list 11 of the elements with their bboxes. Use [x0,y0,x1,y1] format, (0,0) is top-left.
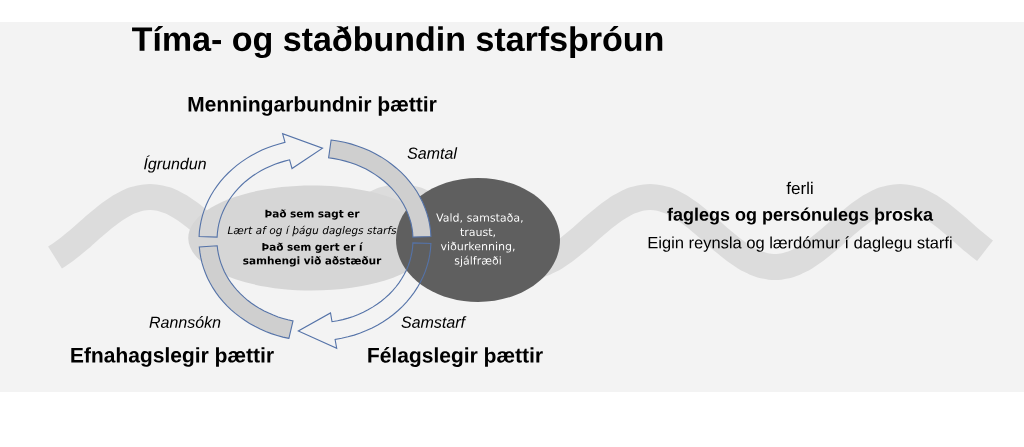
cycle-label: Ígrundun [144,155,206,173]
factor-heading: Félagslegir þættir [368,347,543,367]
process-text: ferli [786,181,813,195]
factor-heading: Menningarbundnir þættir [188,96,437,116]
title: Tíma- og staðbundin starfsþróun [132,25,663,59]
process-text: Eigin reynsla og lærdómur í daglegu starfi [648,236,952,252]
cycle-label: Samtal [407,147,458,159]
cycle-label: Rannsókn [149,316,221,328]
factor-heading: Efnahagslegir þættir [71,347,274,367]
process-text: faglegs og persónulegs þroska [667,207,934,225]
cycle-label: Samstarf [401,316,467,328]
